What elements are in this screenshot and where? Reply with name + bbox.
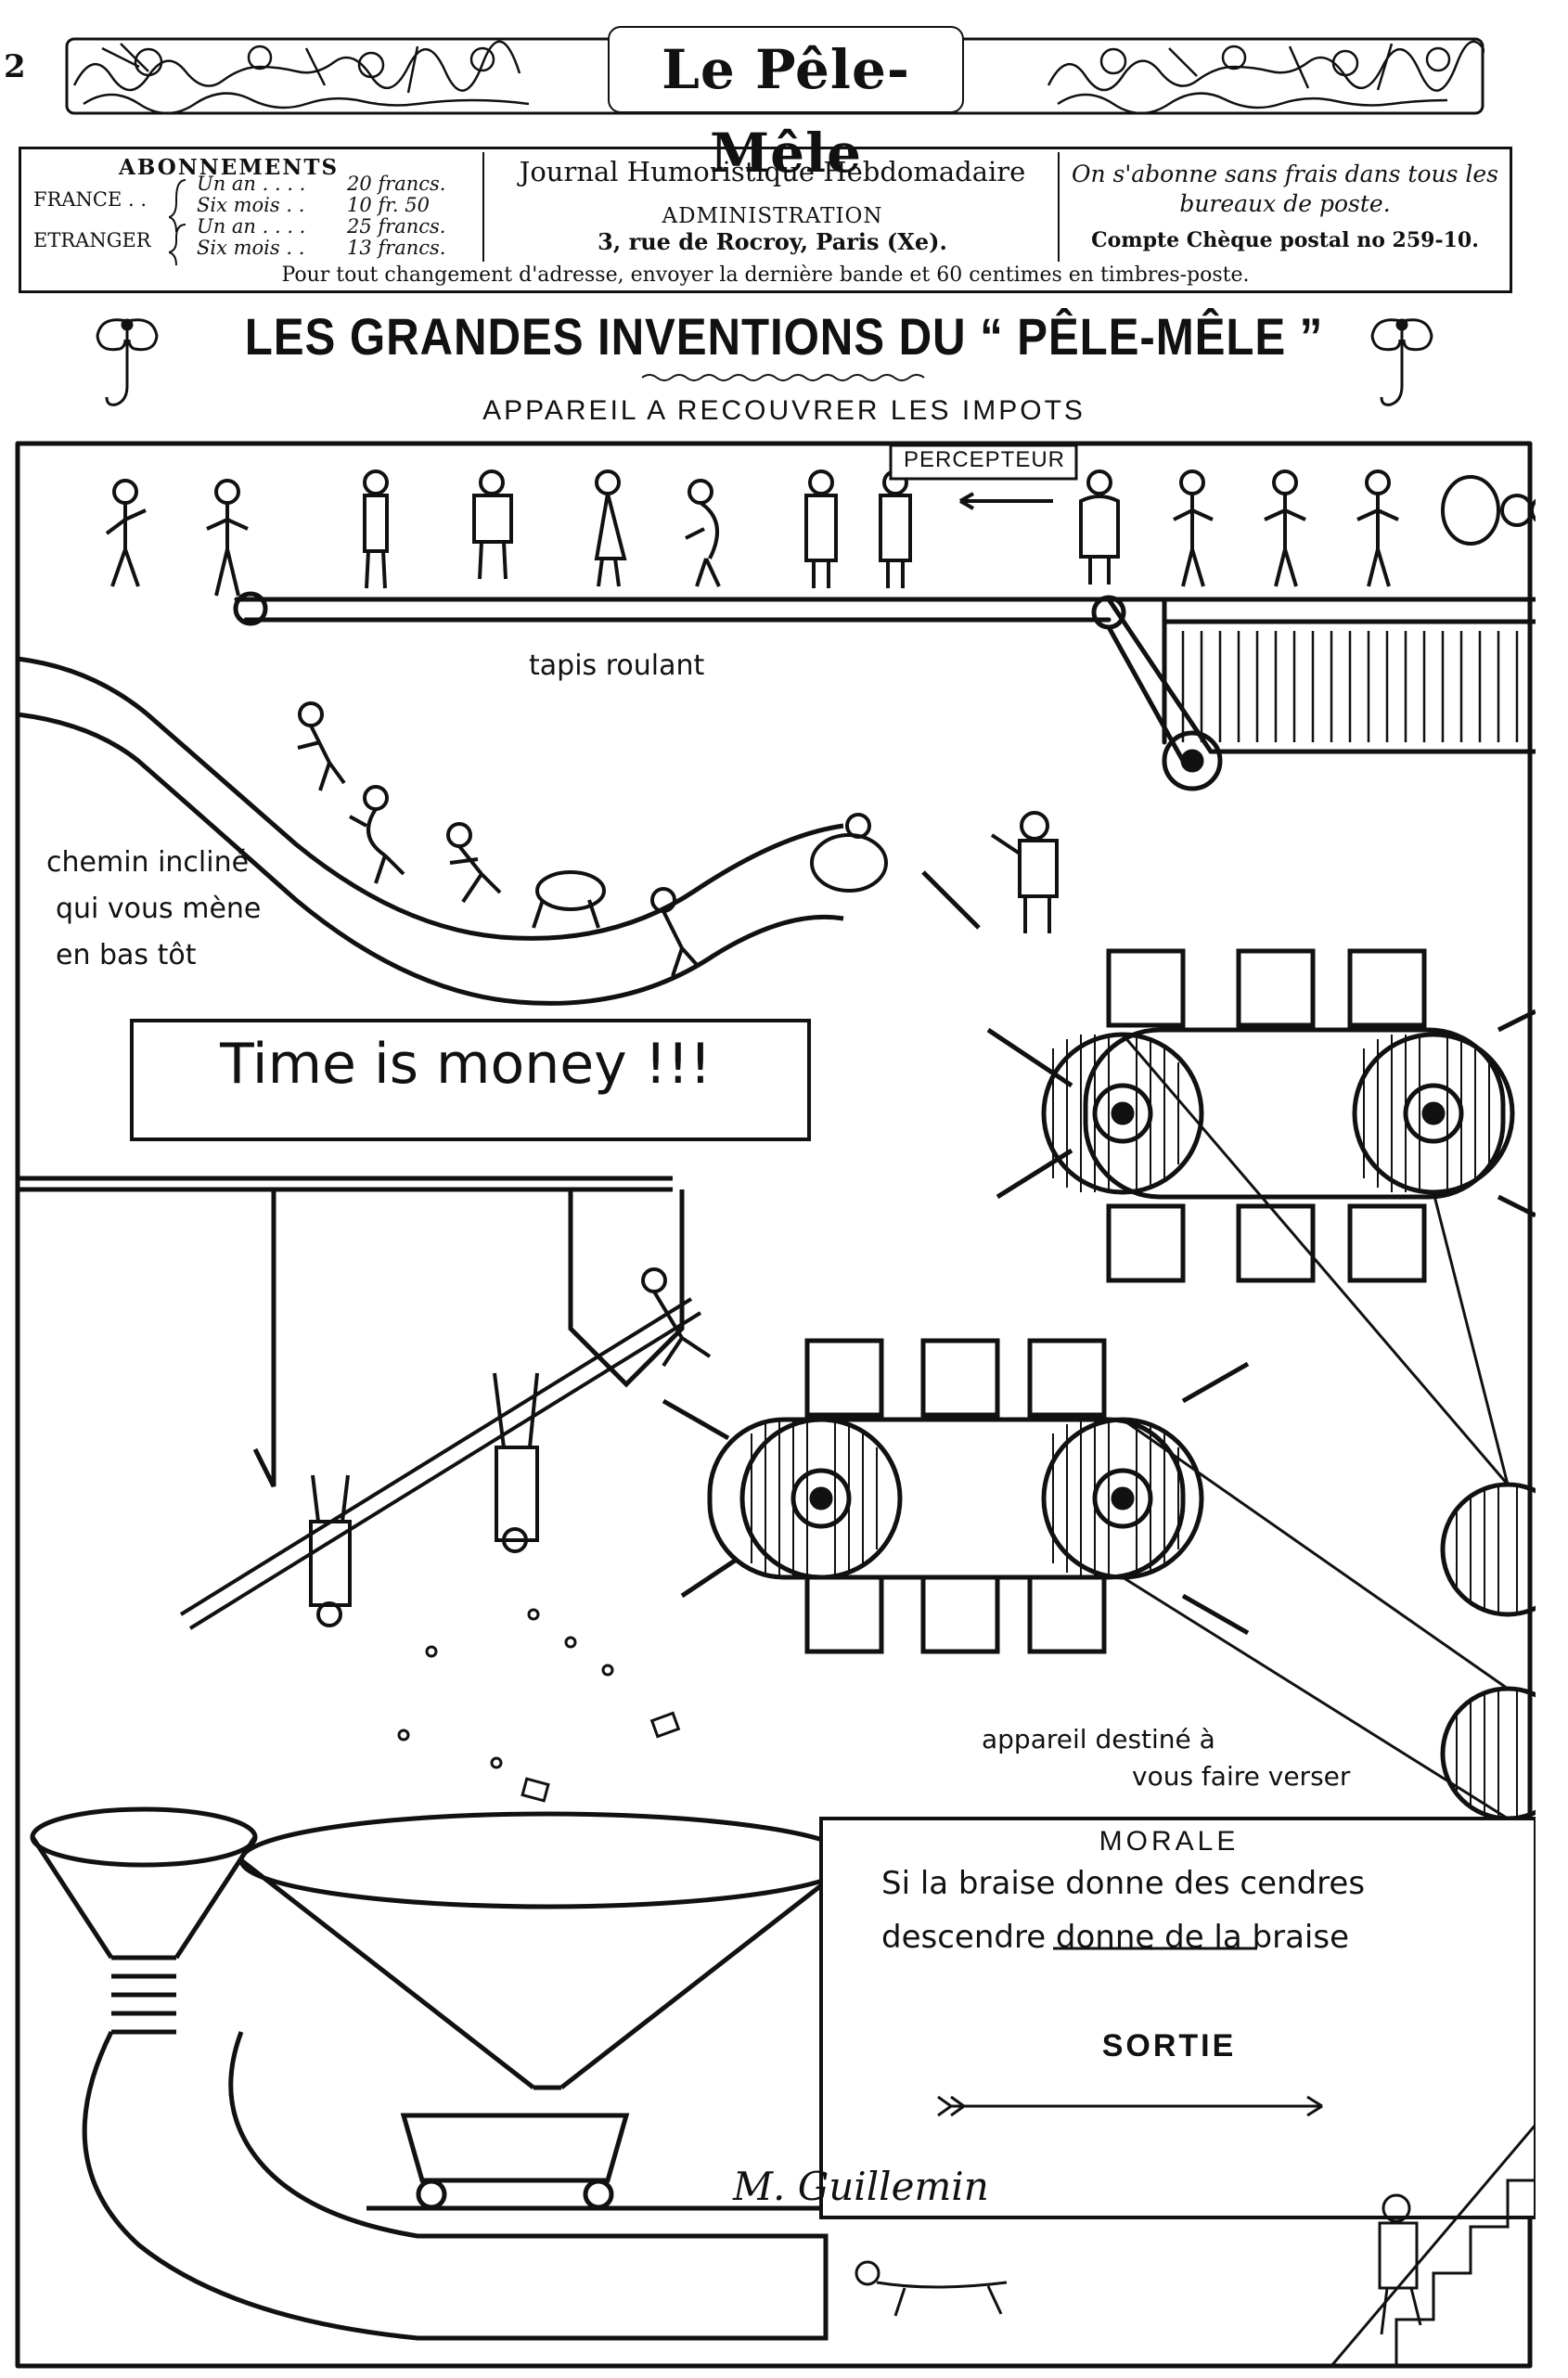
percepteur-sign: PERCEPTEUR <box>903 447 1066 472</box>
label-tapis-roulant: tapis roulant <box>529 649 705 682</box>
label-chemin-3: en bas tôt <box>56 939 197 971</box>
sub-term-4: Six mois . . <box>197 237 305 259</box>
subscription-box <box>19 147 1512 293</box>
label-appareil-2: vous faire verser <box>1132 1761 1351 1792</box>
sub-term-1: Un an . . . . <box>197 173 306 195</box>
free-subscription-note: On s'abonne sans frais dans tous les bur… <box>1071 161 1499 217</box>
ornament-right <box>1370 318 1433 406</box>
label-chemin-2: qui vous mène <box>56 893 262 925</box>
admin-heading: ADMINISTRATION <box>662 204 883 228</box>
ornament-left <box>96 318 159 406</box>
postal-account: Compte Chèque postal no 259-10. <box>1091 228 1479 252</box>
morale-heading: MORALE <box>1099 1826 1240 1857</box>
page-number: 2 <box>4 48 26 85</box>
morale-line-1: Si la braise donne des cendres <box>881 1865 1366 1902</box>
masthead-title: Le Pêle-Mêle <box>608 26 964 185</box>
sub-term-2: Six mois . . <box>197 194 305 216</box>
sub-price-1: 20 francs. <box>347 173 446 195</box>
divider-2 <box>1058 152 1060 262</box>
region-etranger: ETRANGER <box>33 229 151 251</box>
label-chemin-1: chemin incliné <box>46 846 250 879</box>
headline: LES GRANDES INVENTIONS DU “ PÊLE-MÊLE ” <box>244 307 1324 366</box>
sub-price-4: 13 francs. <box>347 237 446 259</box>
subheadline: APPAREIL A RECOUVRER LES IMPOTS <box>482 395 1086 426</box>
change-notice: Pour tout changement d'adresse, envoyer … <box>281 264 1250 287</box>
sub-price-3: 25 francs. <box>347 215 446 238</box>
cartoon-illustration <box>15 441 1536 2369</box>
admin-address: 3, rue de Rocroy, Paris (Xe). <box>598 228 947 255</box>
label-appareil-1: appareil destiné à <box>982 1724 1215 1755</box>
divider-1 <box>482 152 484 262</box>
journal-type: Journal Humoristique Hebdomadaire <box>519 156 1026 187</box>
time-is-money-sign: Time is money !!! <box>220 1032 712 1097</box>
subscription-heading: ABONNEMENTS <box>119 155 340 180</box>
sub-term-3: Un an . . . . <box>197 215 306 238</box>
brace-lines <box>169 179 186 266</box>
sub-price-2: 10 fr. 50 <box>347 194 430 216</box>
headline-underline <box>641 374 925 381</box>
region-france: FRANCE . . <box>33 188 148 211</box>
exit-sign: SORTIE <box>1101 2028 1237 2063</box>
artist-signature: M. Guillemin <box>733 2164 989 2209</box>
morale-line-2: descendre donne de la braise <box>881 1919 1349 1956</box>
